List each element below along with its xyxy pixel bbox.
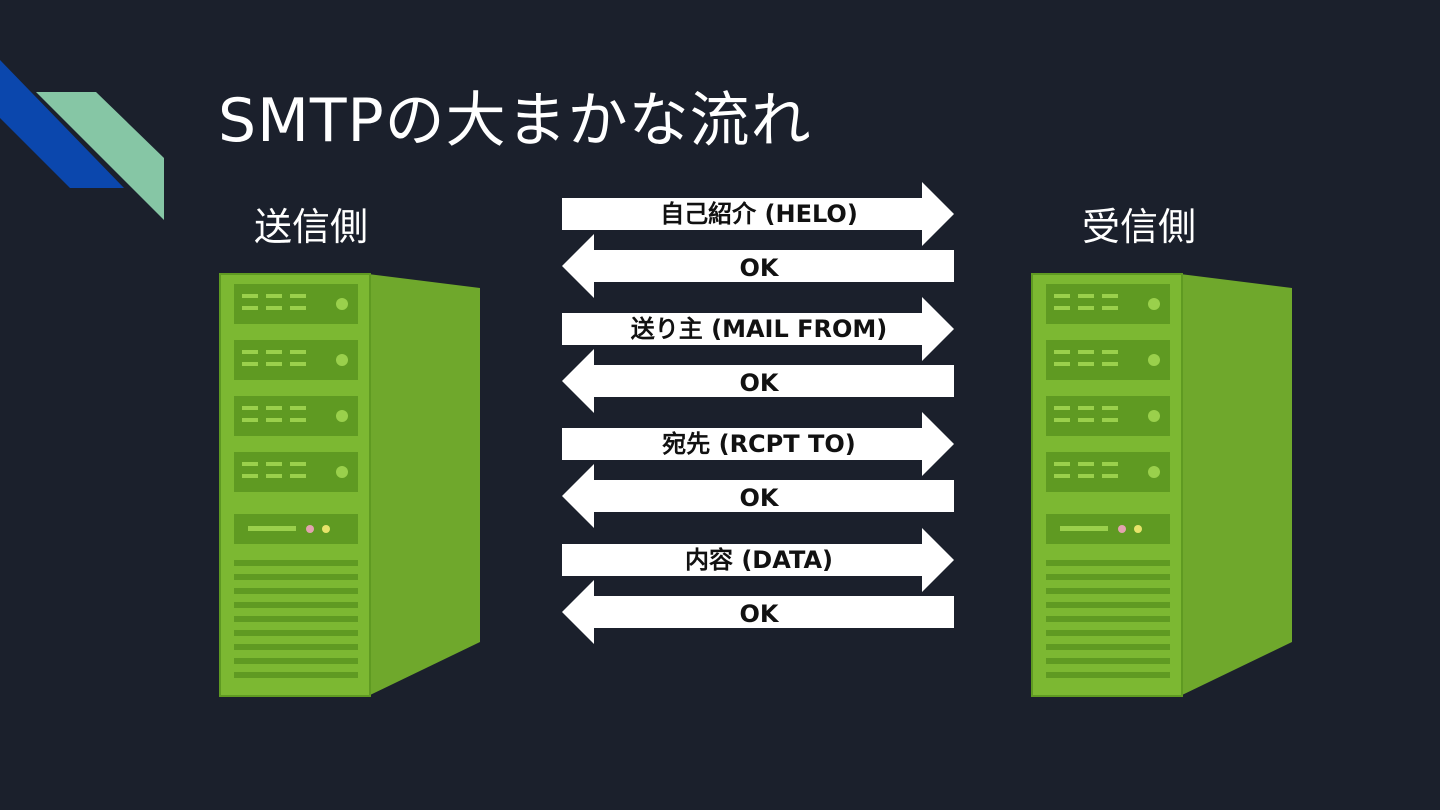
response-label: OK <box>739 600 779 628</box>
receiver-server-icon <box>1030 270 1300 704</box>
right-arrow-icon <box>562 297 954 361</box>
response-arrow-mail-from: OK <box>562 349 956 413</box>
response-label: OK <box>739 484 779 512</box>
response-label: OK <box>739 369 779 397</box>
response-arrow-rcpt-to: OK <box>562 464 956 528</box>
corner-decoration <box>0 60 164 220</box>
left-arrow-icon <box>562 234 954 298</box>
response-arrow-helo: OK <box>562 234 956 298</box>
slide-title: SMTPの大まかな流れ <box>218 86 812 156</box>
right-arrow-icon <box>562 182 954 246</box>
request-label: 内容 (DATA) <box>684 546 833 574</box>
request-arrow-helo: 自己紹介 (HELO) <box>562 182 956 246</box>
request-label: 送り主 (MAIL FROM) <box>630 315 888 343</box>
sender-server-icon <box>218 270 488 704</box>
response-label: OK <box>739 254 779 282</box>
right-arrow-icon <box>562 412 954 476</box>
request-arrow-mail-from: 送り主 (MAIL FROM) <box>562 297 956 361</box>
request-label: 宛先 (RCPT TO) <box>662 430 856 458</box>
left-arrow-icon <box>562 580 954 644</box>
right-arrow-icon <box>562 528 954 592</box>
left-arrow-icon <box>562 464 954 528</box>
request-label: 自己紹介 (HELO) <box>660 200 858 228</box>
receiver-label: 受信側 <box>1082 205 1197 249</box>
left-arrow-icon <box>562 349 954 413</box>
sender-label: 送信側 <box>254 205 369 249</box>
request-arrow-data: 内容 (DATA) <box>562 528 956 592</box>
request-arrow-rcpt-to: 宛先 (RCPT TO) <box>562 412 956 476</box>
response-arrow-data: OK <box>562 580 956 644</box>
